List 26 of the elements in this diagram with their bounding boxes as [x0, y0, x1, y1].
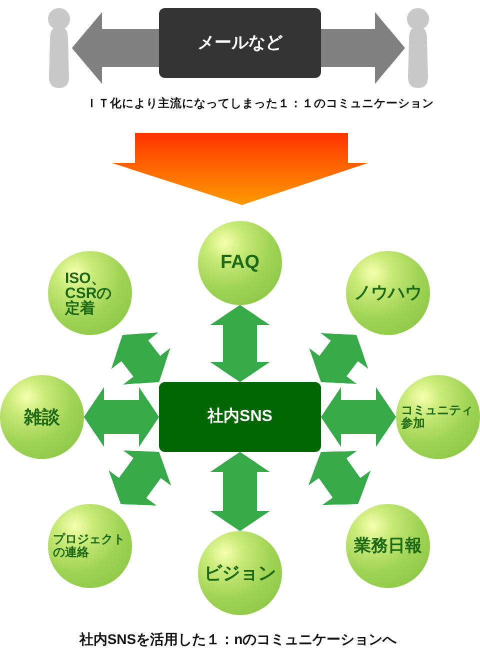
caption-text: 社内SNSを活用した１：nのコミュニケーションへ — [79, 631, 397, 648]
double-arrow — [111, 332, 170, 385]
double-arrow — [84, 387, 159, 447]
node-label: メールなど — [198, 33, 282, 53]
node-label: 雑談 — [24, 406, 60, 428]
node-label: プロジェクトの連絡 — [53, 533, 126, 559]
double-arrow — [321, 387, 396, 447]
node-label: ビジョン — [204, 562, 276, 584]
node-label: 社内SNS — [208, 408, 272, 426]
person-icon — [405, 8, 431, 88]
node-label: 業務日報 — [354, 536, 422, 556]
node-label: FAQ — [220, 252, 260, 274]
arrow — [321, 12, 405, 84]
caption-text: ＩＴ化により主流になってしまった１：１のコミュニケーション — [86, 98, 434, 112]
double-arrow — [309, 332, 368, 384]
person-icon — [46, 8, 72, 88]
double-arrow — [210, 452, 270, 531]
arrow — [72, 12, 159, 84]
double-arrow — [308, 450, 371, 506]
node-label: コミュニティ参加 — [401, 404, 474, 430]
node-label: ノウハウ — [354, 283, 422, 303]
rounded-box — [159, 8, 321, 78]
node-label: ISO、CSRの定着 — [65, 270, 113, 316]
double-arrow — [210, 305, 270, 382]
rounded-box — [159, 382, 321, 452]
double-arrow — [108, 450, 172, 506]
